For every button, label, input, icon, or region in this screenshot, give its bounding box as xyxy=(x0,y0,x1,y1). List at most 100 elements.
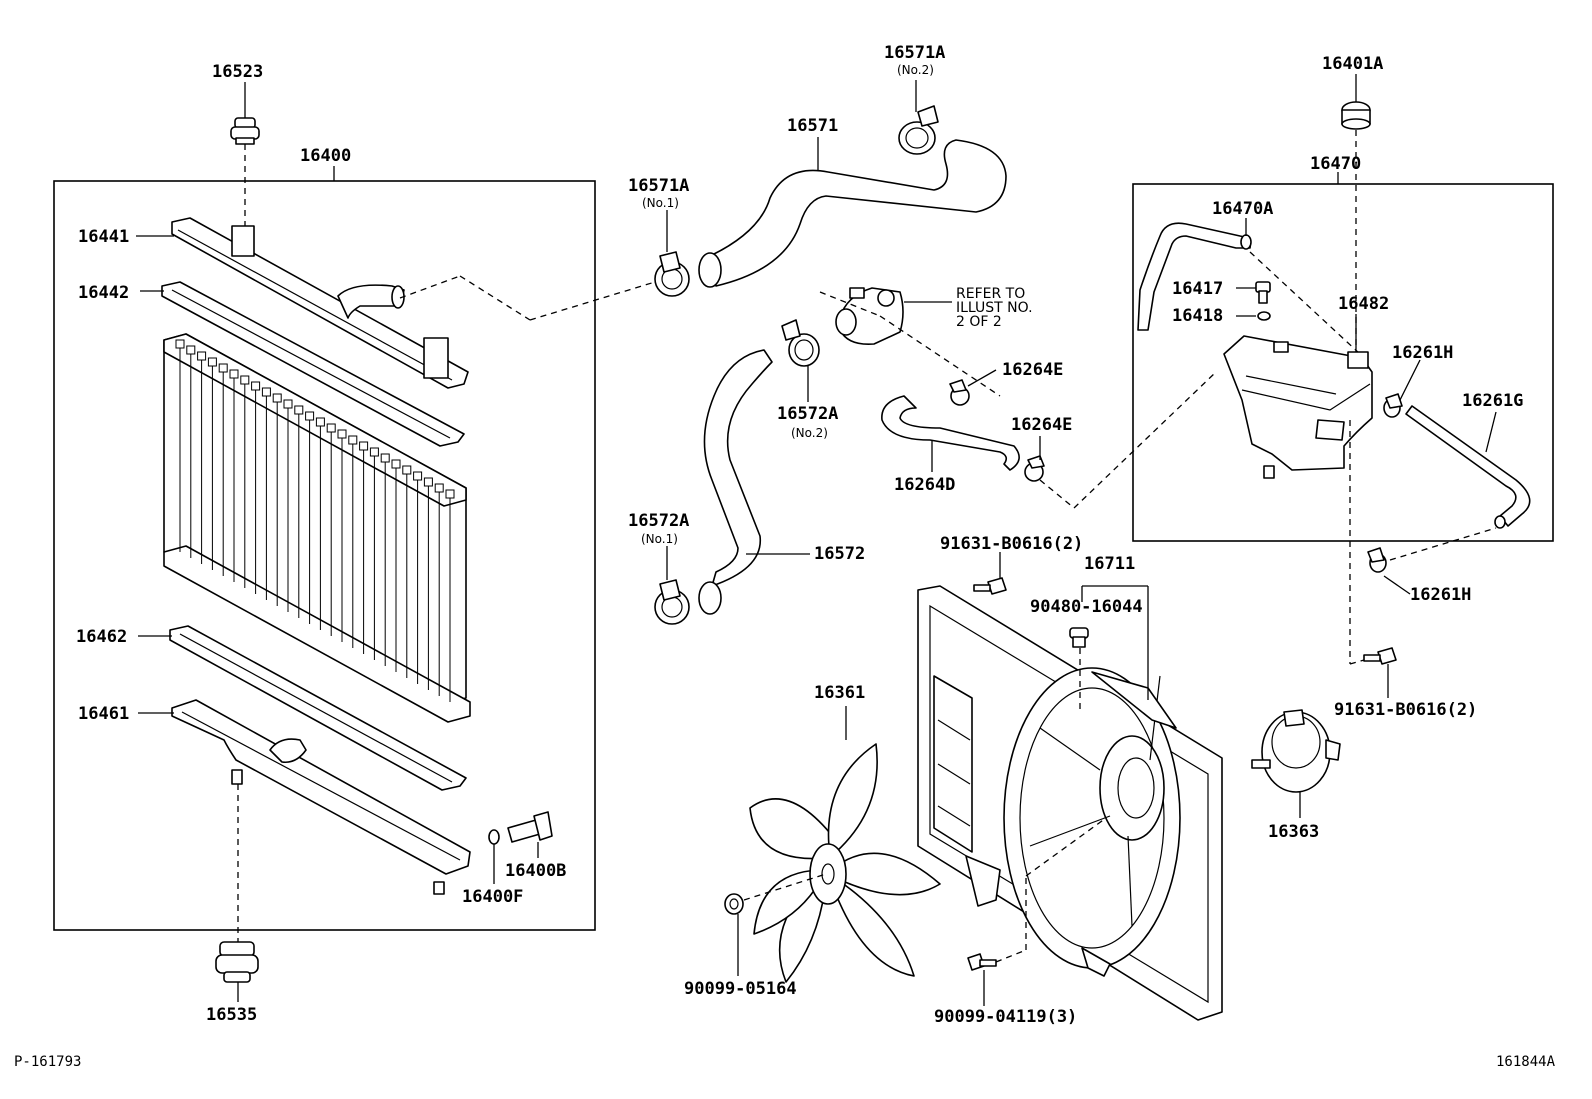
hose-clamp-16264e-top[interactable] xyxy=(949,379,970,406)
label-16523: 16523 xyxy=(212,62,263,82)
refer-note-line2: ILLUST NO. xyxy=(956,300,1033,316)
label-91631-right: 91631-B0616(2) xyxy=(1334,700,1477,720)
core-fin-tab xyxy=(315,417,325,427)
sublabel-no1-top: (No.1) xyxy=(642,196,679,210)
core-fin-tab xyxy=(423,477,433,487)
label-90099-04119: 90099-04119(3) xyxy=(934,1007,1077,1027)
lower-radiator-hose-16572[interactable] xyxy=(698,349,773,615)
bypass-hose-16264d[interactable] xyxy=(881,395,1020,471)
hose-clamp-16572a-no1[interactable] xyxy=(654,579,690,625)
label-91631-top: 91631-B0616(2) xyxy=(940,534,1083,554)
reservoir-group-frame xyxy=(1132,183,1554,542)
footer-left-code: P-161793 xyxy=(14,1054,81,1070)
label-16264d: 16264D xyxy=(894,475,955,495)
bolt-16417[interactable] xyxy=(1255,281,1271,304)
part-labels: 16523 16400 16441 16442 16462 16461 1640… xyxy=(14,43,1556,1070)
core-fin-tab xyxy=(380,453,390,463)
core-fin-tab xyxy=(445,489,455,499)
core-fin-tab xyxy=(218,363,228,373)
core-fin-tab xyxy=(326,423,336,433)
label-16261g: 16261G xyxy=(1462,391,1523,411)
label-16261h-bottom: 16261H xyxy=(1410,585,1471,605)
core-fin-tab xyxy=(272,393,282,403)
core-fin-tab xyxy=(229,369,239,379)
label-16462: 16462 xyxy=(76,627,127,647)
label-16264e-bottom: 16264E xyxy=(1011,415,1072,435)
water-outlet-reference-part xyxy=(835,287,904,346)
fan-shroud-16711[interactable] xyxy=(917,585,1223,1021)
hose-clamp-16571a-no2[interactable] xyxy=(898,105,939,155)
hose-clamp-16261h-bottom[interactable] xyxy=(1367,547,1387,573)
core-fin-tab xyxy=(261,387,271,397)
label-90480: 90480-16044 xyxy=(1030,597,1143,617)
core-fin-tab xyxy=(240,375,250,385)
grommet-90480-16044[interactable] xyxy=(1069,627,1089,648)
label-16261h-top: 16261H xyxy=(1392,343,1453,363)
radiator-upper-gasket-16442[interactable] xyxy=(161,281,465,447)
core-fin-tab xyxy=(359,441,369,451)
sublabel-no1-bottom: (No.1) xyxy=(641,532,678,546)
core-fin-tab xyxy=(369,447,379,457)
reservoir-cap-16401a[interactable] xyxy=(1341,101,1371,130)
radiator-core[interactable] xyxy=(163,333,471,723)
radiator-cap-plug-16523[interactable] xyxy=(230,117,260,145)
reservoir-assembly-group xyxy=(1132,74,1554,542)
bolt-91631-b0616-right[interactable] xyxy=(1363,647,1397,665)
hose-clamp-16264e-bottom[interactable] xyxy=(1024,455,1045,482)
label-16400f: 16400F xyxy=(462,887,523,907)
label-16264e-top: 16264E xyxy=(1002,360,1063,380)
core-fin-tab xyxy=(337,429,347,439)
drain-cock-16400b[interactable] xyxy=(507,811,553,843)
label-16572: 16572 xyxy=(814,544,865,564)
radiator-assembly-group xyxy=(53,82,596,1002)
label-16400: 16400 xyxy=(300,146,351,166)
label-16535: 16535 xyxy=(206,1005,257,1025)
radiator-lower-gasket-16462[interactable] xyxy=(169,625,467,791)
o-ring-16400f[interactable] xyxy=(488,829,500,845)
fan-blade-16361[interactable] xyxy=(749,743,941,983)
footer-right-code: 161844A xyxy=(1496,1054,1556,1070)
radiator-upper-tank-16441[interactable] xyxy=(171,217,469,389)
label-16572a-no1: 16572A xyxy=(628,511,689,531)
overflow-hose-16470a[interactable] xyxy=(1137,222,1252,331)
overflow-hose-16261g[interactable] xyxy=(1405,405,1531,529)
core-fin-tab xyxy=(348,435,358,445)
core-fin-tab xyxy=(294,405,304,415)
label-16400b: 16400B xyxy=(505,861,566,881)
label-90099-05164: 90099-05164 xyxy=(684,979,797,999)
sublabel-no2-mid: (No.2) xyxy=(791,426,828,440)
label-16572a-no2: 16572A xyxy=(777,404,838,424)
refer-note-line1: REFER TO xyxy=(956,286,1025,302)
nut-90099-05164[interactable] xyxy=(724,893,744,915)
core-fin-tab xyxy=(251,381,261,391)
core-fin-tab xyxy=(402,465,412,475)
hose-clamp-16571a-no1[interactable] xyxy=(654,251,690,297)
fan-motor-16363[interactable] xyxy=(1251,709,1341,793)
bolt-91631-b0616-top[interactable] xyxy=(973,577,1007,595)
core-fin-tab xyxy=(207,357,217,367)
bolt-90099-04119[interactable] xyxy=(967,953,997,971)
upper-radiator-hose-16571[interactable] xyxy=(698,139,1007,288)
core-fin-tab xyxy=(413,471,423,481)
label-16363: 16363 xyxy=(1268,822,1319,842)
hose-clamp-16572a-no2[interactable] xyxy=(781,319,820,367)
hose-clamp-16261h-top[interactable] xyxy=(1383,393,1403,418)
core-fin-tab xyxy=(186,345,196,355)
label-16461: 16461 xyxy=(78,704,129,724)
label-16711: 16711 xyxy=(1084,554,1135,574)
core-fin-tab xyxy=(391,459,401,469)
label-16571: 16571 xyxy=(787,116,838,136)
core-fin-tab xyxy=(175,339,185,349)
radiator-lower-tank-16461[interactable] xyxy=(171,699,471,895)
label-16442: 16442 xyxy=(78,283,129,303)
washer-16418[interactable] xyxy=(1257,311,1271,321)
label-16470: 16470 xyxy=(1310,154,1361,174)
refer-note-line3: 2 OF 2 xyxy=(956,314,1002,330)
core-fin-tab xyxy=(197,351,207,361)
label-16417: 16417 xyxy=(1172,279,1223,299)
radiator-drain-plug-16535[interactable] xyxy=(215,941,259,983)
radiator-group-frame xyxy=(53,180,596,931)
label-16418: 16418 xyxy=(1172,306,1223,326)
reservoir-tank-16470[interactable] xyxy=(1223,335,1373,479)
